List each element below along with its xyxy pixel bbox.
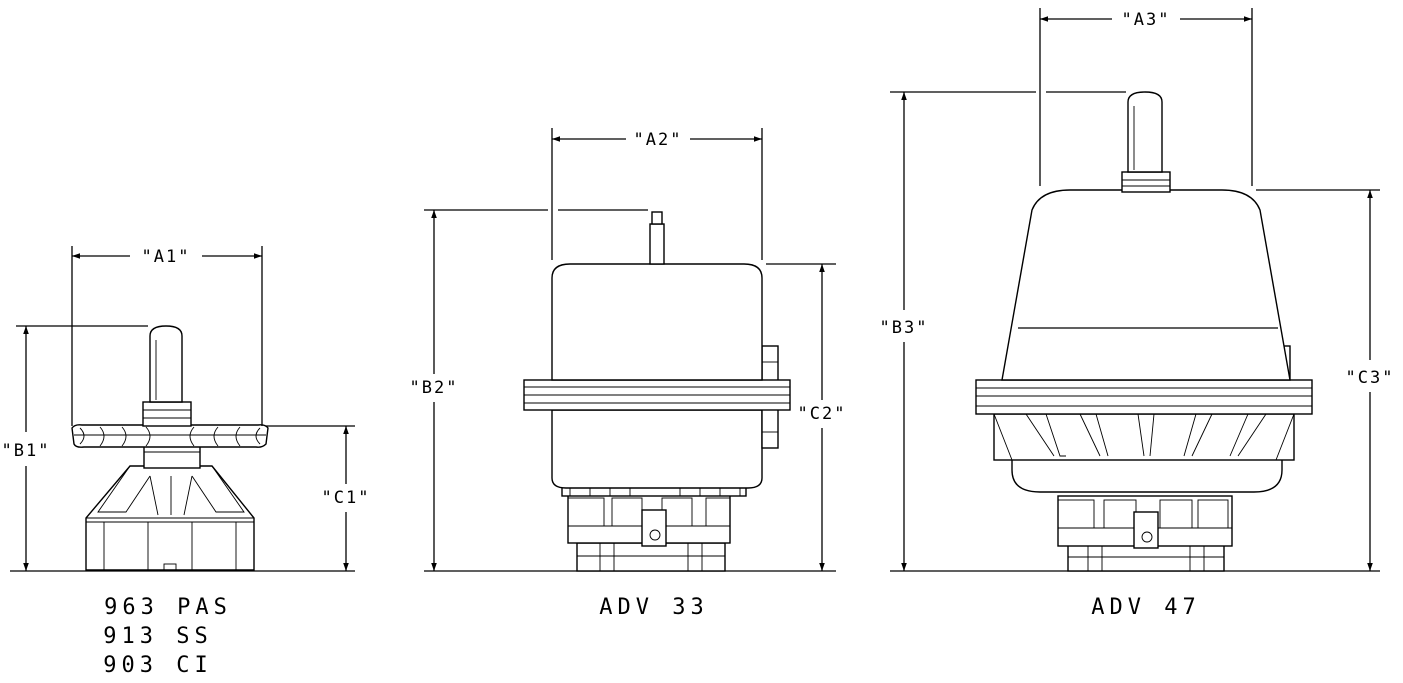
caption-adv-47: ADV 47 bbox=[1091, 595, 1200, 620]
unit-adv-33: "A2" "B2" "C2" ADV 33 bbox=[410, 128, 847, 620]
caption-913-ss: 913 SS bbox=[103, 624, 212, 649]
dim-label-a2: "A2" bbox=[634, 130, 683, 150]
right-base bbox=[1057, 495, 1233, 572]
caption-903-ci: 903 CI bbox=[103, 653, 212, 678]
right-upper-cover bbox=[1001, 189, 1291, 381]
dim-label-c2: "C2" bbox=[798, 404, 847, 424]
dim-label-c3: "C3" bbox=[1346, 368, 1395, 388]
caption-adv-33: ADV 33 bbox=[599, 595, 708, 620]
dim-label-a3: "A3" bbox=[1122, 10, 1171, 30]
middle-base bbox=[561, 485, 747, 572]
unit-963-pas: "A1" "B1" "C1" 963 PAS 913 SS 903 CI bbox=[2, 246, 371, 678]
middle-indicator-stem bbox=[649, 223, 665, 265]
dim-label-b3: "B3" bbox=[880, 318, 929, 338]
dim-label-a1: "A1" bbox=[142, 247, 191, 267]
middle-main-flange bbox=[523, 379, 791, 411]
dim-label-b1: "B1" bbox=[2, 441, 51, 461]
left-base-block bbox=[85, 465, 255, 571]
right-rib-cage bbox=[993, 413, 1295, 461]
right-main-flange bbox=[975, 379, 1313, 415]
left-handwheel bbox=[71, 424, 269, 448]
unit-adv-47: "A3" "B3" "C3" ADV 47 bbox=[880, 8, 1395, 620]
dim-label-c1: "C1" bbox=[322, 488, 371, 508]
middle-upper-cover bbox=[551, 263, 763, 381]
caption-963-pas: 963 PAS bbox=[104, 595, 232, 620]
middle-lower-housing bbox=[551, 409, 763, 489]
left-indicator-stem bbox=[149, 325, 183, 403]
dim-label-b2: "B2" bbox=[410, 378, 459, 398]
right-indicator-stem bbox=[1127, 91, 1163, 173]
